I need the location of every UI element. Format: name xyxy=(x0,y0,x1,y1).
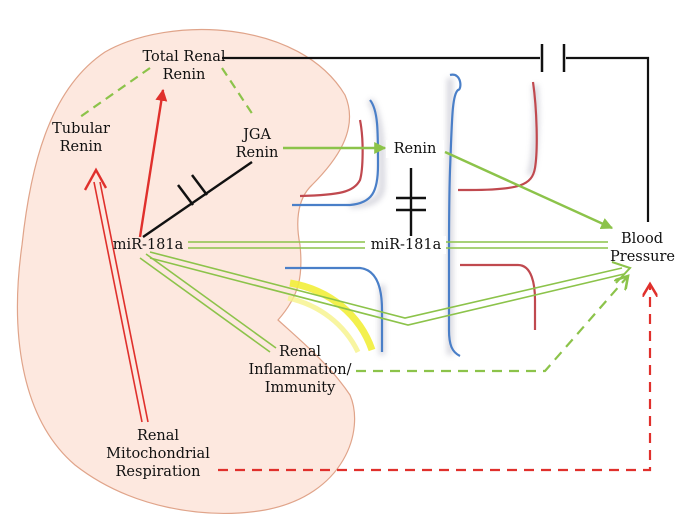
node-renin-line-1: Renin xyxy=(393,141,437,157)
node-renal-mito: Renal Mitochondrial Respiration xyxy=(96,427,220,481)
edge-total-to-bp xyxy=(222,56,650,222)
node-renal-inflammation-line-3: Immunity xyxy=(264,380,336,396)
node-renal-mito-line-1: Renal xyxy=(136,428,180,444)
vessel-blue-lower-left xyxy=(285,266,384,352)
node-renal-inflammation-line-1: Renal xyxy=(278,344,322,360)
inhibition-bar-jga-1 xyxy=(177,184,194,206)
node-renal-inflammation-line-2: Inflammation/ xyxy=(248,362,352,378)
node-total-renal-renin-line-1: Total Renal xyxy=(142,49,226,65)
edge-mir-to-inflammation xyxy=(139,253,277,353)
node-mir181a-kidney-line-1: miR-181a xyxy=(112,237,184,253)
node-renin: Renin xyxy=(386,140,444,158)
inhibition-bar-jga-2 xyxy=(191,174,208,196)
arrowhead-tubular xyxy=(83,167,108,191)
edge-mir-to-total xyxy=(138,88,168,238)
node-tubular-renin-line-1: Tubular xyxy=(52,121,110,137)
node-jga-renin-line-1: JGA xyxy=(243,127,271,143)
node-blood-pressure-line-2: Pressure xyxy=(610,249,676,265)
edge-mir-to-bp-horizontal xyxy=(188,241,608,249)
edge-mir-to-jga xyxy=(142,161,253,238)
edge-renin-to-bp xyxy=(444,150,614,230)
vessel-red-right-bottom xyxy=(460,263,537,330)
node-tubular-renin-line-2: Renin xyxy=(59,139,103,155)
node-renal-inflammation: Renal Inflammation/ Immunity xyxy=(246,343,354,397)
vessel-red-upper-left xyxy=(299,119,364,198)
node-renal-mito-line-3: Respiration xyxy=(115,464,201,480)
node-blood-pressure-line-1: Blood xyxy=(620,231,664,247)
vessel-blue-upper-left xyxy=(292,99,380,207)
node-jga-renin-line-2: Renin xyxy=(235,145,279,161)
vessel-glow xyxy=(349,77,540,355)
edge-mito-to-tubular xyxy=(93,181,149,423)
node-total-renal-renin: Total Renal Renin xyxy=(132,48,236,84)
kidney-shape xyxy=(16,28,356,514)
node-jga-renin: JGA Renin xyxy=(232,126,282,162)
edge-total-to-jga xyxy=(221,67,256,119)
vessel-blue-right-top xyxy=(447,73,462,357)
node-blood-pressure: Blood Pressure xyxy=(610,230,676,266)
edge-mir-to-bp-dip xyxy=(149,251,625,326)
node-renal-mito-line-2: Mitochondrial xyxy=(106,446,210,462)
yellow-arc xyxy=(287,279,376,354)
edge-mito-to-bp xyxy=(218,284,650,472)
vessel-red-right-top xyxy=(458,81,538,192)
node-total-renal-renin-line-2: Renin xyxy=(162,67,206,83)
node-tubular-renin: Tubular Renin xyxy=(48,120,114,156)
edge-inflammation-to-bp xyxy=(356,276,628,373)
node-mir181a-vessel-line-1: miR-181a xyxy=(370,237,442,253)
node-mir181a-kidney: miR-181a xyxy=(110,236,186,254)
node-mir181a-vessel: miR-181a xyxy=(366,236,446,254)
